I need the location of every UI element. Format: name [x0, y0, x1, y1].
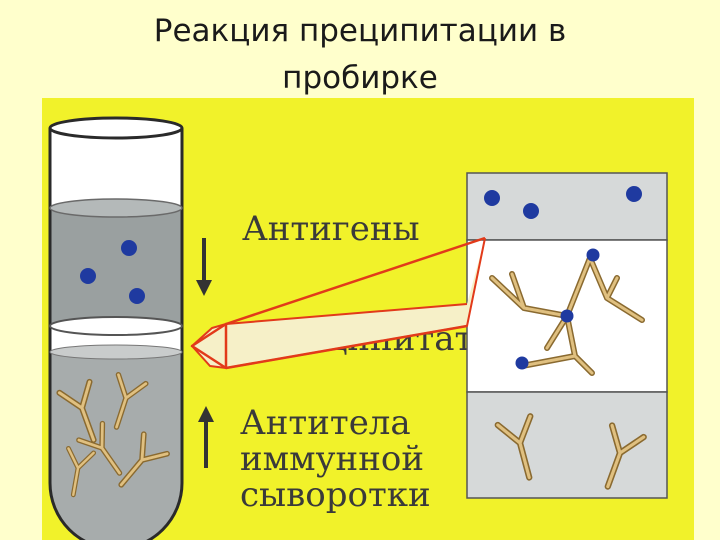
antigen	[80, 268, 96, 284]
up-arrow	[198, 406, 214, 468]
antigen	[626, 186, 642, 202]
antibody-serum	[50, 352, 182, 540]
diagram-svg: Антигены Преципитат Антитела иммунной сы…	[42, 98, 694, 540]
antigen	[523, 203, 539, 219]
antigen	[484, 190, 500, 206]
precipitate-pointer-arrow	[190, 236, 486, 370]
label-antibodies-line2: иммунной	[240, 439, 424, 479]
antigen	[121, 240, 137, 256]
slide-title-line-1: Реакция преципитации в	[153, 13, 567, 49]
slide-title: Реакция преципитации в пробирке	[0, 8, 720, 102]
magnified-antigen-layer	[466, 172, 668, 241]
label-antibodies-line1: Антитела	[240, 403, 411, 443]
tube-antigens	[80, 240, 145, 304]
antigen	[129, 288, 145, 304]
antigen	[586, 248, 600, 262]
label-antigens: Антигены	[242, 209, 420, 249]
precipitation-diagram: Антигены Преципитат Антитела иммунной сы…	[42, 98, 694, 540]
label-antibodies-line3: сыворотки	[240, 475, 431, 515]
down-arrow	[196, 238, 212, 296]
antigen-solution	[50, 208, 182, 326]
test-tube	[48, 116, 184, 540]
magnified-view	[466, 172, 668, 499]
slide-title-line-2: пробирке	[282, 60, 438, 96]
antigen-antibody-lattice	[489, 248, 645, 376]
antigen	[560, 309, 574, 323]
antigen	[515, 356, 529, 370]
